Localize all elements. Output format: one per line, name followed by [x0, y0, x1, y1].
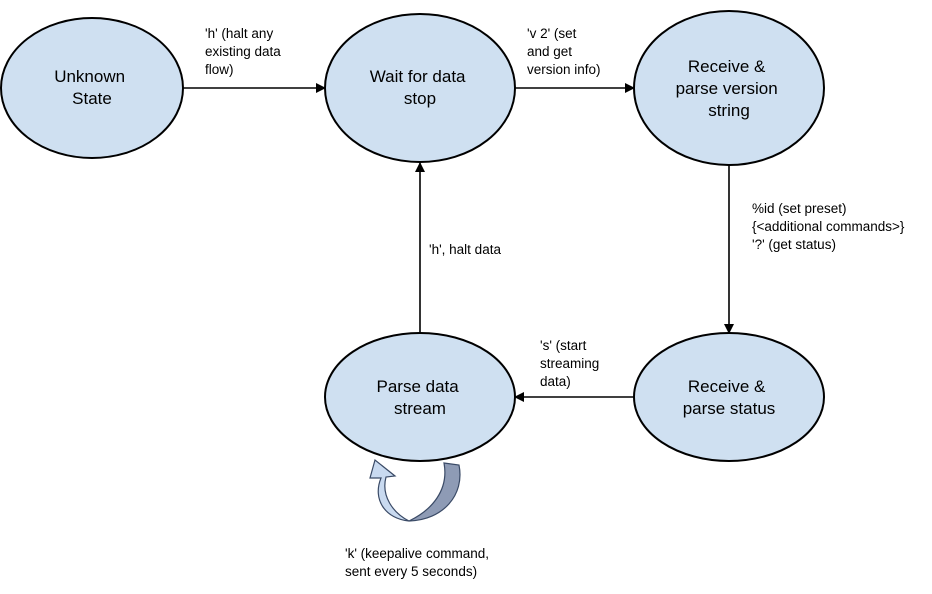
state-receive-status-label: Receive & parse status: [683, 377, 776, 418]
state-receive-version-line-1: Receive &: [688, 57, 766, 76]
state-receive-version: Receive & parse version string: [633, 10, 825, 166]
state-parse-stream-shape: [324, 332, 516, 462]
loop-arrow-head: [369, 458, 410, 522]
label-unknown-to-wait: 'h' (halt any existing data flow): [205, 26, 285, 77]
state-wait: Wait for data stop: [324, 13, 516, 163]
state-receive-version-line-3: string: [708, 101, 750, 120]
label-version-to-status-line-3: '?' (get status): [752, 237, 836, 252]
state-wait-line-1: Wait for data: [370, 67, 466, 86]
state-wait-shape: [324, 13, 516, 163]
label-wait-to-version-line-1: 'v 2' (set: [527, 26, 577, 41]
label-wait-to-version-line-3: version info): [527, 62, 601, 77]
state-parse-stream-label: Parse data stream: [377, 377, 464, 418]
state-receive-status-line-2: parse status: [683, 399, 776, 418]
state-unknown-line-1: Unknown: [54, 67, 125, 86]
state-receive-version-label: Receive & parse version string: [676, 57, 783, 120]
state-receive-status-line-1: Receive &: [688, 377, 766, 396]
label-version-to-status-line-2: {<additional commands>}: [752, 219, 905, 234]
state-receive-status: Receive & parse status: [633, 332, 825, 462]
label-status-to-stream-line-1: 's' (start: [540, 338, 587, 353]
state-unknown-shape: [0, 17, 184, 159]
label-unknown-to-wait-line-3: flow): [205, 62, 234, 77]
state-parse-stream-line-2: stream: [394, 399, 446, 418]
loop-arrow-tail: [408, 462, 461, 522]
label-status-to-stream-line-3: data): [540, 374, 571, 389]
label-stream-to-wait-line-1: 'h', halt data: [429, 242, 501, 257]
state-receive-version-line-2: parse version: [676, 79, 778, 98]
label-unknown-to-wait-line-1: 'h' (halt any: [205, 26, 273, 41]
state-receive-status-shape: [633, 332, 825, 462]
label-keepalive: 'k' (keepalive command, sent every 5 sec…: [345, 546, 493, 579]
label-version-to-status: %id (set preset) {<additional commands>}…: [752, 201, 908, 252]
state-unknown-line-2: State: [72, 89, 112, 108]
state-unknown-label: Unknown State: [54, 67, 130, 108]
label-status-to-stream: 's' (start streaming data): [540, 338, 603, 389]
label-wait-to-version-line-2: and get: [527, 44, 572, 59]
label-wait-to-version: 'v 2' (set and get version info): [527, 26, 601, 77]
label-unknown-to-wait-line-2: existing data: [205, 44, 281, 59]
keepalive-loop-arrow: [369, 458, 461, 522]
state-wait-line-2: stop: [404, 89, 436, 108]
edges: [183, 83, 734, 402]
label-version-to-status-line-1: %id (set preset): [752, 201, 847, 216]
state-parse-stream-line-1: Parse data: [377, 377, 460, 396]
label-status-to-stream-line-2: streaming: [540, 356, 599, 371]
label-stream-to-wait: 'h', halt data: [429, 242, 501, 257]
state-receive-version-shape: [633, 10, 825, 166]
state-wait-label: Wait for data stop: [370, 67, 470, 108]
state-unknown: Unknown State: [0, 17, 184, 159]
label-keepalive-line-2: sent every 5 seconds): [345, 564, 477, 579]
state-parse-stream: Parse data stream: [324, 332, 516, 462]
label-keepalive-line-1: 'k' (keepalive command,: [345, 546, 489, 561]
